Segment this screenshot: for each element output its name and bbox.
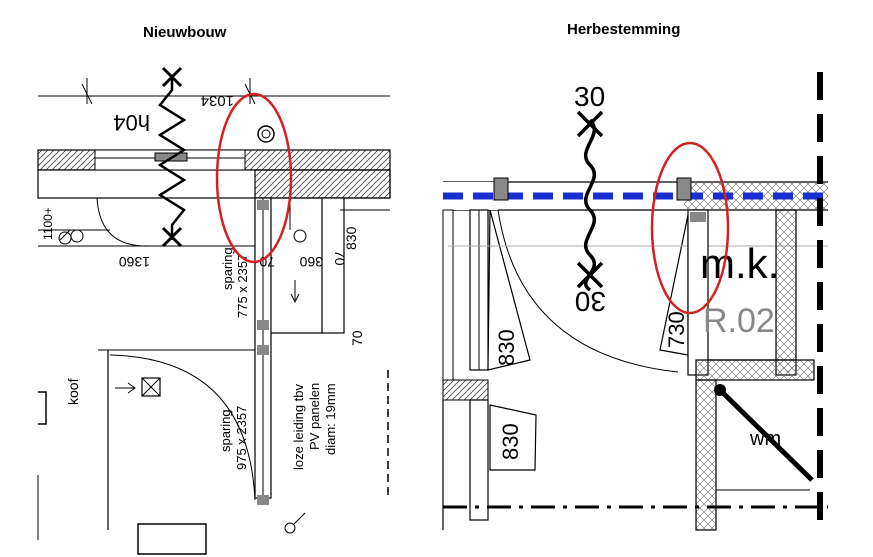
room-r02: R.02: [703, 302, 775, 340]
label-koof: koof: [65, 378, 81, 405]
sparing-1-line2: 775 x 2357: [235, 254, 250, 318]
dim-70-a: 70: [259, 254, 275, 270]
left-plan: 1034 h04 1360 360 70 70 830 70 1100+ spa…: [37, 66, 391, 555]
label-wm: wm: [749, 428, 781, 450]
title-nieuwbouw: Nieuwbouw: [143, 24, 227, 41]
dim-30-top: 30: [574, 81, 605, 112]
dim-1034: 1034: [201, 92, 234, 109]
dim-830: 830: [343, 226, 359, 250]
sparing-1-line1: sparing: [220, 247, 235, 290]
pv-line2: PV panelen: [307, 383, 322, 450]
highlight-ellipse-right: [650, 141, 730, 315]
room-mk: m.k.: [700, 240, 779, 287]
dim-70-b: 70: [332, 250, 348, 266]
dim-1100: 1100+: [41, 207, 55, 240]
room-h04: h04: [113, 110, 150, 135]
sparing-2-line1: sparing: [218, 409, 233, 452]
dim-360: 360: [299, 254, 323, 270]
right-plan: 30 30 m.k. R.02 830 830 730 wm: [442, 72, 828, 531]
dim-30-bottom: 30: [575, 286, 606, 317]
door-830-b: 830: [498, 423, 523, 460]
sparing-2-line2: 975 x 2357: [234, 406, 249, 470]
pv-line1: loze leiding tbv: [291, 384, 306, 470]
dim-70-c: 70: [349, 330, 365, 346]
title-herbestemming: Herbestemming: [567, 21, 681, 38]
door-830-a: 830: [494, 329, 519, 366]
pv-line3: diam: 19mm: [323, 383, 338, 455]
door-730: 730: [664, 311, 689, 348]
highlight-ellipse-left: [215, 92, 293, 264]
dim-1360: 1360: [119, 254, 150, 270]
